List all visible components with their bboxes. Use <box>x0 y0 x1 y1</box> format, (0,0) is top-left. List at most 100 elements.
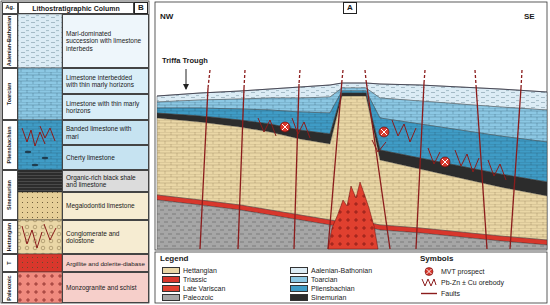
chert-nodule <box>25 151 31 153</box>
orebody-symbol <box>392 120 416 142</box>
fault-line <box>475 70 476 85</box>
legend-swatch <box>290 285 308 292</box>
legend-symbol <box>420 278 438 287</box>
intrusion-pattern <box>328 182 378 249</box>
legend-symbol <box>420 289 438 298</box>
panel-letter: B <box>134 2 148 14</box>
legend-text: Toarcian <box>311 276 337 283</box>
conglomerate-layer <box>18 220 62 254</box>
conglomerate-pattern <box>18 220 62 254</box>
limestone-layer <box>18 68 62 120</box>
mvt-cross <box>381 129 387 135</box>
lithology-text: Limestone interbedded with thin marly ho… <box>66 74 145 89</box>
fault-line <box>365 70 366 80</box>
lithology-text: Banded limestone with marl <box>66 125 145 140</box>
age-label: Pliensbachian <box>7 127 13 164</box>
panel-frame <box>1 1 149 303</box>
shale-pattern <box>18 170 62 192</box>
legend-text: Aalenian-Bathonian <box>311 267 372 274</box>
legend-swatch <box>290 267 308 274</box>
lithology-text: Conglomerate and dolostone <box>66 230 145 245</box>
legend-item: Late Variscan <box>162 284 225 293</box>
orebody-symbol <box>258 118 276 136</box>
orebody-symbol <box>40 126 55 141</box>
legend-item: Faults <box>420 289 460 298</box>
intrusion <box>328 182 378 249</box>
marl-layer <box>18 14 62 68</box>
fault-line <box>424 70 425 83</box>
granite-pattern <box>18 272 62 303</box>
orebody-symbol <box>292 118 310 138</box>
lithology-cell: Limestone interbedded with thin marly ho… <box>62 68 149 94</box>
age-cell: Sinemurian <box>2 170 18 220</box>
legend-swatch <box>162 285 180 292</box>
lithology-cell: Monzogranite and schist <box>62 272 149 303</box>
legend-text: Faults <box>441 290 460 297</box>
fault-line <box>299 70 300 84</box>
megalodontid-pattern <box>18 192 62 220</box>
orebody-symbol <box>372 140 386 152</box>
age-cell: Paleozoic <box>2 272 18 303</box>
legend-text: Pb-Zn ± Cu orebody <box>441 279 504 286</box>
lithology-cell: Limestone with thin marly horizons <box>62 94 149 120</box>
legend-text: Pliensbachian <box>311 285 355 292</box>
legend-text: Hettangian <box>183 267 217 274</box>
legend-swatch <box>290 276 308 283</box>
fault-line <box>328 80 342 249</box>
fault-line <box>208 70 210 88</box>
legend-item: Triassic <box>162 275 207 284</box>
column-header: Lithostratigraphic Column <box>18 2 134 14</box>
lithology-cell: Cherty limestone <box>62 145 149 170</box>
fault-line <box>366 80 390 249</box>
panel-letter: A <box>343 2 357 14</box>
chert-nodule <box>32 164 38 166</box>
age-label: T <box>7 261 13 264</box>
fault-line <box>342 70 343 80</box>
marl-pattern <box>18 14 62 68</box>
age-cell: Hettangian <box>2 220 18 254</box>
orebody-symbol <box>422 279 436 286</box>
legend-item: Paleozoic <box>162 293 213 302</box>
legend-title: Legend <box>160 255 188 263</box>
fault-line <box>244 70 245 88</box>
fault-line <box>416 83 424 249</box>
mvt-symbol <box>280 122 450 167</box>
limestone-pattern <box>18 68 62 120</box>
legend-title: Symbols <box>420 255 453 263</box>
legend-swatch <box>162 267 180 274</box>
fault-line <box>421 293 437 294</box>
legend-item: Aalenian-Bathonian <box>290 266 372 275</box>
fault-line <box>510 88 521 249</box>
lithology-text: Marl-dominated succession with limestone… <box>66 30 145 52</box>
legend-item: Pliensbachian <box>290 284 355 293</box>
mvt-cross <box>282 124 288 130</box>
mvt-symbol <box>440 157 450 167</box>
mvt-symbol <box>379 127 389 137</box>
age-label: Sinemurian <box>7 180 13 210</box>
legend-symbol <box>420 267 438 276</box>
mvt-symbol <box>425 268 433 276</box>
orebody-symbol <box>428 148 440 164</box>
lithology-text: Limestone with thin marly horizons <box>66 100 145 115</box>
mvt-cross <box>442 159 448 165</box>
age-cell: Toarcian <box>2 68 18 120</box>
fault-line <box>476 85 487 249</box>
chert-nodule <box>42 157 48 159</box>
heading-text: A <box>347 4 353 12</box>
mvt-cross <box>427 269 432 274</box>
age-cell: Aalenian-Bathonian <box>2 14 18 68</box>
legend-swatch <box>162 276 180 283</box>
legend-swatch <box>162 294 180 301</box>
limestone-pattern <box>18 120 62 170</box>
lithology-cell: Megalodontid limestone <box>62 192 149 220</box>
legend-item: Toarcian <box>290 275 337 284</box>
legend-text: Sinemurian <box>311 294 346 301</box>
lithology-text: Argillite and dolerite-diabase <box>66 260 145 267</box>
direction-label: SE <box>524 13 535 21</box>
legend-item: Hettangian <box>162 266 217 275</box>
age-cell: Pliensbachian <box>2 120 18 170</box>
lithology-cell: Banded limestone with marl <box>62 120 149 145</box>
legend-text: MVT prospect <box>441 268 484 275</box>
legend-item: Sinemurian <box>290 293 346 302</box>
